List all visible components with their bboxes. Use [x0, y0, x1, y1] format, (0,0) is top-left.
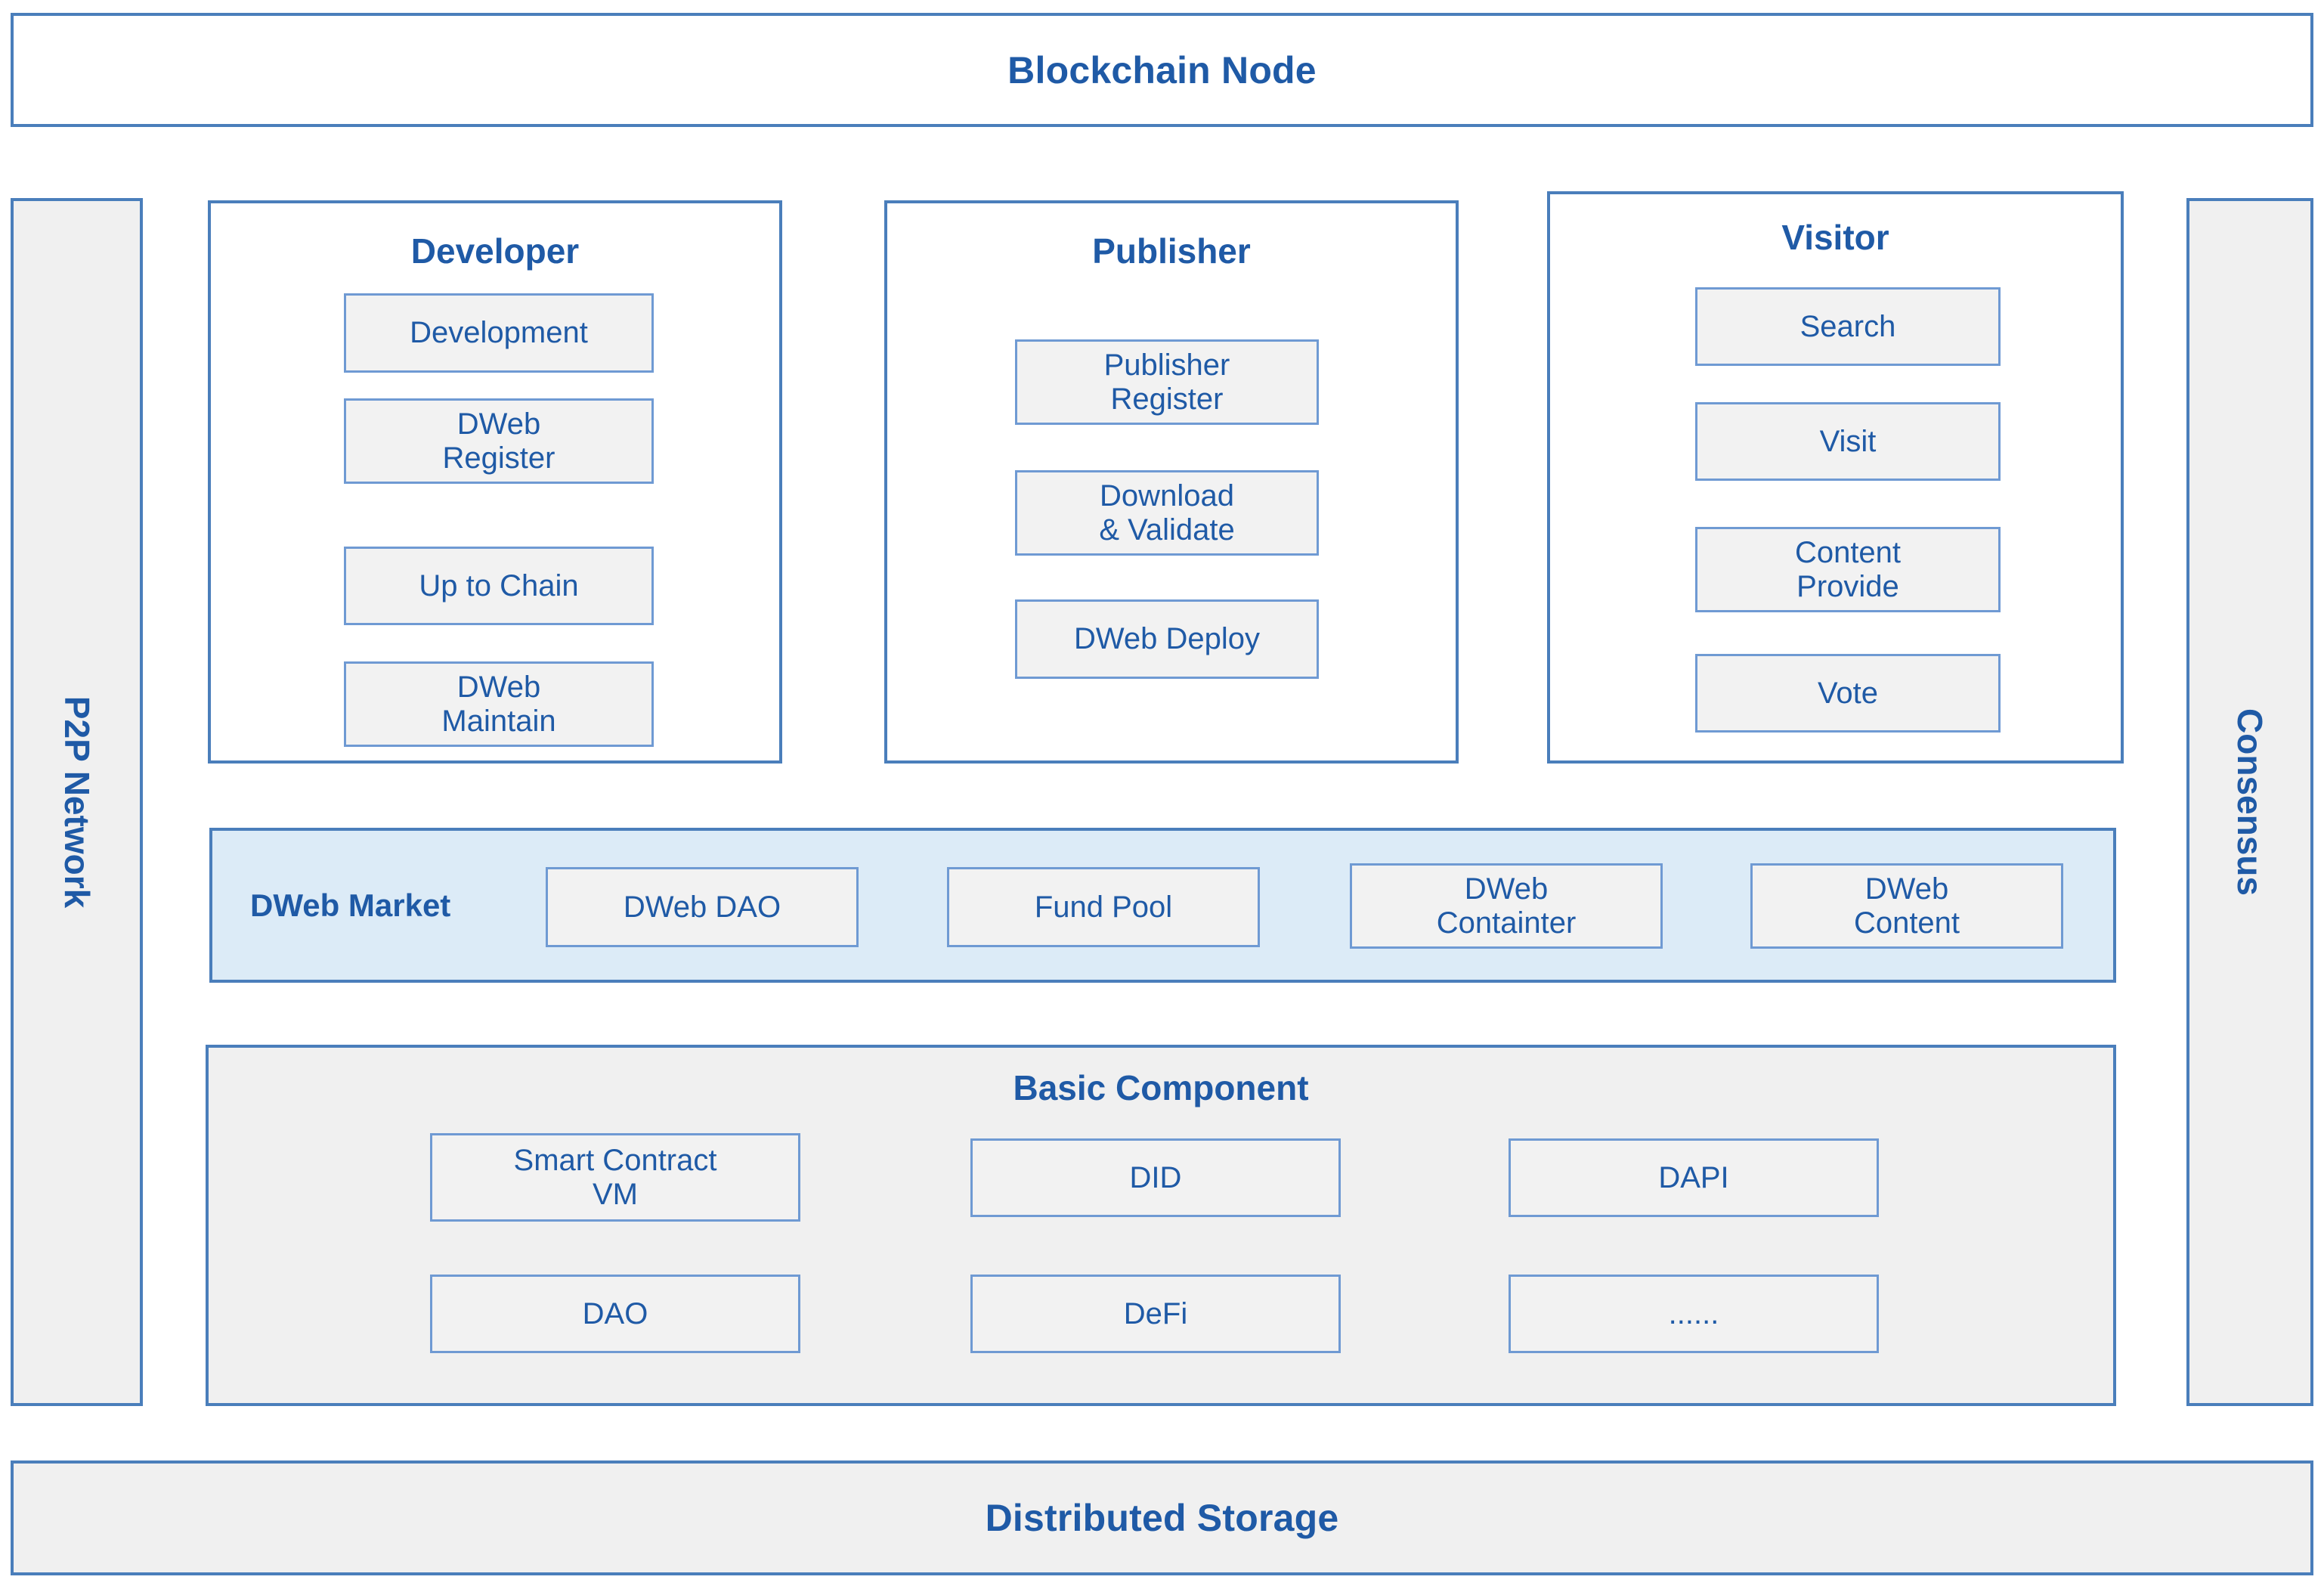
distributed-storage-label: Distributed Storage	[985, 1497, 1339, 1539]
basic-item-dao[interactable]: DAO	[430, 1275, 800, 1353]
publisher-item-download-validate[interactable]: Download & Validate	[1015, 470, 1319, 556]
distributed-storage-banner: Distributed Storage	[11, 1460, 2313, 1575]
market-item-dweb-dao[interactable]: DWeb DAO	[546, 867, 859, 947]
basic-component-title: Basic Component	[1013, 1068, 1309, 1107]
visitor-item-content-provide[interactable]: Content Provide	[1695, 527, 2001, 612]
publisher-item-dweb-deploy[interactable]: DWeb Deploy	[1015, 599, 1319, 679]
consensus-label: Consensus	[2230, 708, 2270, 896]
p2p-network-sidebar: P2P Network	[11, 198, 143, 1406]
developer-title: Developer	[410, 231, 580, 271]
dweb-market-label: DWeb Market	[250, 887, 451, 923]
publisher-item-publisher-register[interactable]: Publisher Register	[1015, 339, 1319, 425]
market-item-dweb-content[interactable]: DWeb Content	[1750, 863, 2063, 949]
market-item-fund-pool[interactable]: Fund Pool	[947, 867, 1260, 947]
blockchain-node-label: Blockchain Node	[1007, 48, 1317, 91]
dweb-market-band: DWeb Market DWeb DAO Fund Pool DWeb Cont…	[209, 828, 2116, 983]
basic-item-ellipsis[interactable]: ......	[1509, 1275, 1879, 1353]
consensus-sidebar: Consensus	[2186, 198, 2313, 1406]
basic-item-smart-contract-vm[interactable]: Smart Contract VM	[430, 1133, 800, 1222]
developer-panel: Developer Development DWeb Register Up t…	[208, 200, 782, 764]
basic-item-dapi[interactable]: DAPI	[1509, 1138, 1879, 1217]
publisher-panel: Publisher Publisher Register Download & …	[884, 200, 1459, 764]
developer-item-dweb-register[interactable]: DWeb Register	[344, 398, 654, 484]
developer-item-up-to-chain[interactable]: Up to Chain	[344, 547, 654, 625]
p2p-network-label: P2P Network	[57, 695, 97, 909]
blockchain-node-banner: Blockchain Node	[11, 13, 2313, 127]
developer-item-development[interactable]: Development	[344, 293, 654, 373]
basic-item-defi[interactable]: DeFi	[970, 1275, 1341, 1353]
basic-item-did[interactable]: DID	[970, 1138, 1341, 1217]
market-item-dweb-containter[interactable]: DWeb Containter	[1350, 863, 1663, 949]
publisher-title: Publisher	[1092, 231, 1251, 271]
visitor-panel: Visitor Search Visit Content Provide Vot…	[1547, 191, 2124, 764]
developer-item-dweb-maintain[interactable]: DWeb Maintain	[344, 661, 654, 747]
visitor-item-visit[interactable]: Visit	[1695, 402, 2001, 481]
visitor-item-search[interactable]: Search	[1695, 287, 2001, 366]
visitor-title: Visitor	[1781, 218, 1889, 257]
visitor-item-vote[interactable]: Vote	[1695, 654, 2001, 733]
basic-component-panel: Basic Component Smart Contract VM DID DA…	[206, 1045, 2116, 1406]
